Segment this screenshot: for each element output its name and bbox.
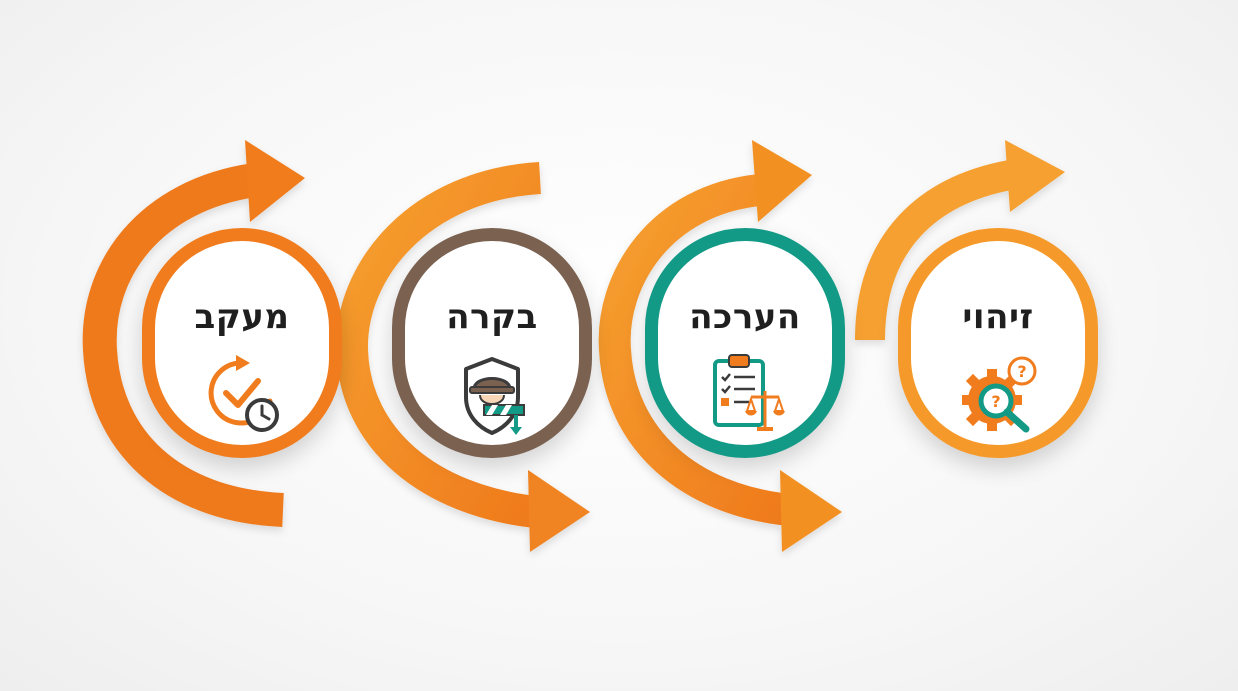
step-title: הערכה [689, 297, 801, 337]
svg-text:?: ? [991, 392, 1000, 411]
svg-text:?: ? [1017, 362, 1026, 381]
step-assessment: הערכה [645, 228, 845, 458]
arrow-step-4 [855, 140, 1065, 341]
gear-magnifier-question-icon: ? ? [952, 349, 1044, 441]
step-control: בקרה [392, 228, 592, 458]
step-title: בקרה [446, 297, 538, 337]
arrow-step-2 [335, 162, 590, 552]
step-title: זיהוי [962, 297, 1034, 337]
step-title: מעקב [194, 297, 290, 337]
cycle-check-clock-icon [196, 349, 288, 441]
arrow-step-1 [82, 140, 305, 527]
step-identification: זיהוי ? ? [898, 228, 1098, 458]
step-tracking: מעקב [142, 228, 342, 458]
safety-helmet-shield-icon [446, 349, 538, 441]
arrow-step-3 [598, 140, 842, 552]
clipboard-scale-icon [699, 349, 791, 441]
